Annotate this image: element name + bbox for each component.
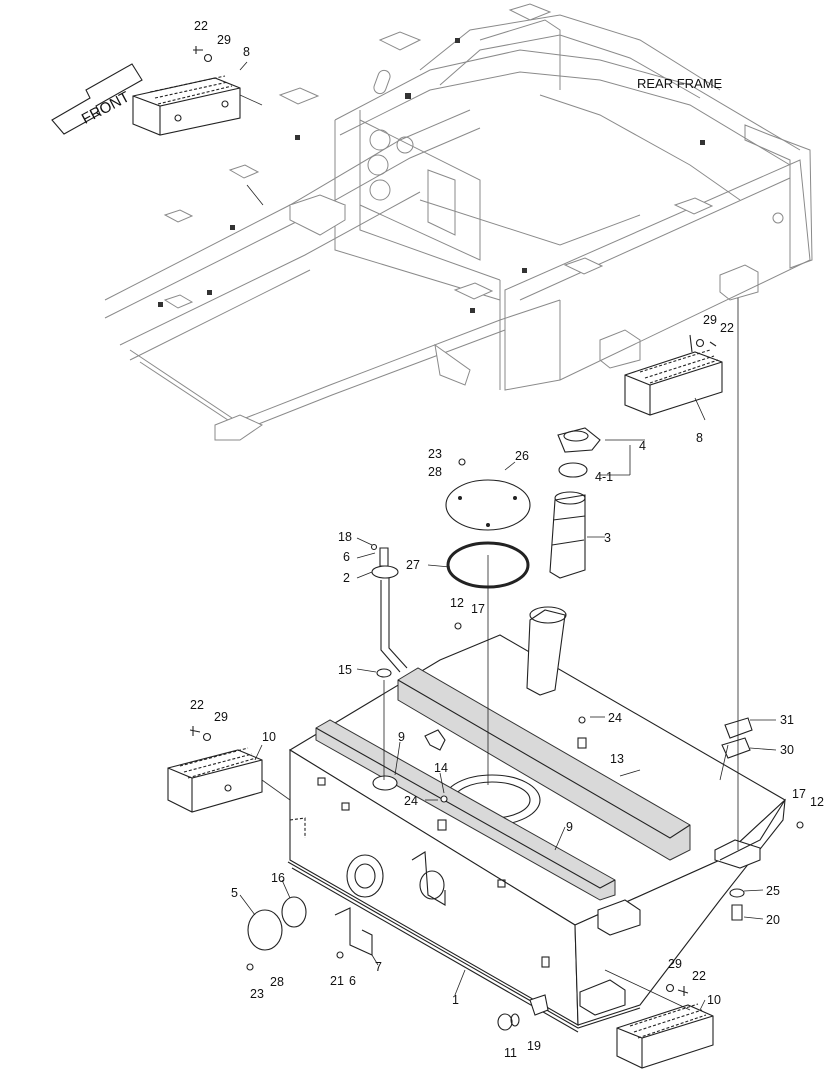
- callout-2: 2: [343, 571, 350, 585]
- callout-8: 8: [696, 431, 703, 445]
- callout-23: 23: [250, 987, 264, 1001]
- callout-11: 11: [504, 1046, 517, 1060]
- callout-18: 18: [338, 530, 352, 544]
- o-ring-15: [376, 668, 392, 678]
- callout-4-1: 4-1: [595, 470, 613, 484]
- callout-9: 9: [566, 820, 573, 834]
- filler-neck: [526, 427, 601, 696]
- callout-25: 25: [766, 884, 780, 898]
- rear-frame-label: REAR FRAME: [637, 76, 723, 91]
- callout-6: 6: [343, 550, 350, 564]
- callout-26: 26: [515, 449, 529, 463]
- callout-28: 28: [270, 975, 284, 989]
- rubber-pad-13: [397, 667, 691, 861]
- callout-22: 22: [720, 321, 734, 335]
- callout-13: 13: [610, 752, 624, 766]
- callout-1: 1: [452, 993, 459, 1007]
- callout-4: 4: [639, 439, 646, 453]
- step-10-left: [167, 726, 291, 813]
- callouts: 22 29 8 29 22 8 4 4-1 3 23 28 26 27 18 6…: [190, 19, 824, 1060]
- callout-6: 6: [349, 974, 356, 988]
- callout-27: 27: [406, 558, 420, 572]
- rear-frame-drawing: [104, 3, 813, 441]
- callout-9: 9: [398, 730, 405, 744]
- callout-22: 22: [190, 698, 204, 712]
- o-ring-16: [281, 896, 307, 928]
- fuel-tank: [287, 634, 786, 1033]
- callout-29: 29: [217, 33, 231, 47]
- callout-10: 10: [707, 993, 721, 1007]
- callout-12: 12: [450, 596, 464, 610]
- callout-14: 14: [434, 761, 448, 775]
- cover-5: [247, 909, 283, 951]
- callout-10: 10: [262, 730, 276, 744]
- step-8-right: [624, 334, 723, 416]
- rubber-pad-9: [315, 719, 616, 901]
- elbow-fitting: [424, 729, 446, 751]
- callout-8: 8: [243, 45, 250, 59]
- callout-17: 17: [792, 787, 806, 801]
- cover-plate-26: [445, 479, 531, 531]
- leader-lines: [239, 61, 777, 1011]
- callout-3: 3: [604, 531, 611, 545]
- callout-7: 7: [375, 960, 382, 974]
- shim-31: [724, 717, 753, 739]
- callout-30: 30: [780, 743, 794, 757]
- bracket-7: [334, 907, 373, 956]
- callout-17: 17: [471, 602, 485, 616]
- callout-29: 29: [214, 710, 228, 724]
- callout-15: 15: [338, 663, 352, 677]
- callout-24: 24: [608, 711, 622, 725]
- callout-23: 23: [428, 447, 442, 461]
- shim-30: [721, 737, 751, 759]
- drain-plug-11: [497, 1013, 513, 1031]
- front-arrow: FRONT: [51, 63, 143, 135]
- fuel-sender-2: [371, 547, 408, 673]
- callout-20: 20: [766, 913, 780, 927]
- step-8-top-left: [132, 46, 263, 136]
- callout-12: 12: [810, 795, 824, 809]
- callout-5: 5: [231, 886, 238, 900]
- callout-22: 22: [194, 19, 208, 33]
- callout-29: 29: [703, 313, 717, 327]
- callout-24: 24: [404, 794, 418, 808]
- front-label: FRONT: [79, 88, 133, 127]
- callout-22: 22: [692, 969, 706, 983]
- callout-29: 29: [668, 957, 682, 971]
- callout-16: 16: [271, 871, 285, 885]
- callout-31: 31: [780, 713, 794, 727]
- step-10-right: [616, 983, 714, 1069]
- callout-19: 19: [527, 1039, 541, 1053]
- callout-21: 21: [330, 974, 344, 988]
- callout-28: 28: [428, 465, 442, 479]
